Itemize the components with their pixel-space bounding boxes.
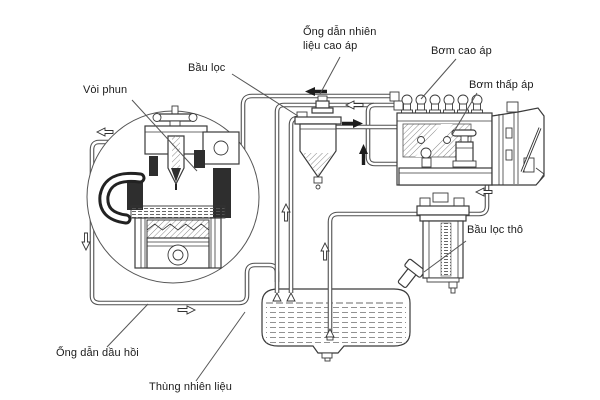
- engine-detail: [86, 105, 260, 284]
- flow-arrows: [81, 87, 493, 315]
- pump-knob: [420, 147, 432, 159]
- primer-base: [452, 160, 477, 168]
- piston-crown: [146, 219, 210, 239]
- arrow-right-open-bottom-run: [177, 305, 197, 315]
- arrow-down-open-return: [81, 232, 91, 252]
- leader-lines: [106, 56, 478, 382]
- coarse-filter-bottom: [426, 277, 460, 283]
- label-low-pressure-pump: Bơm thấp áp: [469, 79, 534, 91]
- arrow-left-open-engine-loop: [95, 127, 114, 137]
- primer-barrel: [455, 141, 474, 163]
- leader-hp-line: [319, 56, 341, 95]
- arrow-up-solid-pump-loop: [359, 144, 368, 165]
- pump-inspection-hole-right: [443, 136, 451, 144]
- leader-injector: [131, 99, 198, 172]
- coarse-filter-drain: [448, 281, 458, 289]
- coarse-filter-center-lug: [432, 192, 449, 203]
- leader-return-line: [106, 303, 149, 348]
- primer-handle: [451, 129, 477, 137]
- label-return-oil-line: Ống dẫn dầu hồi: [56, 347, 139, 359]
- arrow-left-open-overflow: [344, 100, 364, 110]
- fine-filter-drip: [315, 184, 321, 190]
- fine-filter-top-flange: [294, 116, 342, 125]
- pipe-engine-return-loop: [89, 139, 280, 306]
- drain-plug: [321, 352, 333, 359]
- governor-housing: [491, 101, 545, 186]
- fuel-tank: [261, 258, 426, 362]
- tank-inlet-trumpet-return: [272, 291, 282, 302]
- rocker-boss: [213, 140, 229, 156]
- leader-coarse-filter: [423, 240, 467, 273]
- label-high-pressure-fuel-line: Ống dẫn nhiên liệu cao áp: [303, 26, 377, 52]
- arrow-left-open-coarse-riser: [474, 187, 493, 197]
- fine-filter-assembly: [294, 95, 342, 190]
- hp-outlet-fitting: [389, 91, 400, 102]
- fine-filter-bowl: [299, 123, 337, 179]
- arrow-up-open-suction: [320, 241, 330, 261]
- governor-hook: [535, 167, 545, 184]
- leader-filter: [231, 73, 299, 117]
- pipe-high-pressure-line: [240, 93, 397, 150]
- overflow-fitting: [393, 100, 404, 111]
- coarse-filter-assembly: [416, 192, 470, 294]
- coarse-filter-drain-tip: [450, 287, 456, 294]
- injector: [167, 135, 185, 190]
- pipe-tank-suction-to-coarse-filter: [327, 176, 490, 334]
- fine-filter-cap-flange: [311, 107, 334, 114]
- pump-knob-base: [421, 157, 432, 168]
- label-injector: Vòi phun: [83, 84, 128, 96]
- intake-duct: [98, 171, 146, 225]
- fine-filter-banjo-bolt: [317, 95, 328, 102]
- coarse-filter-flange: [419, 214, 467, 222]
- arrow-right-solid-filter-outlet: [342, 119, 363, 128]
- arrow-left-solid-hp-line: [305, 87, 327, 97]
- arrow-up-open-filter-feed: [281, 202, 291, 222]
- pump-inspection-hole-left: [417, 136, 425, 144]
- breather-cap: [152, 105, 198, 129]
- label-fuel-filter: Bầu lọc: [188, 62, 226, 74]
- pipe-pump-loop: [365, 102, 399, 167]
- pipe-overflow-return: [274, 102, 374, 293]
- leader-fuel-tank: [195, 311, 246, 382]
- injection-pump: [389, 91, 493, 186]
- filler-neck: [397, 258, 426, 289]
- drain-plug-tip: [324, 357, 331, 362]
- governor-cap: [506, 101, 519, 113]
- fuel-level: [266, 303, 406, 343]
- coarse-filter-element: [440, 222, 452, 277]
- label-coarse-filter: Bầu lọc thô: [467, 224, 524, 236]
- fine-filter-cap: [315, 100, 330, 109]
- leader-hp-pump: [420, 58, 457, 100]
- leader-lp-pump: [451, 92, 478, 136]
- primer-stem: [460, 135, 469, 143]
- coarse-filter-bracket: [416, 205, 470, 216]
- pump-base-flange: [398, 167, 493, 186]
- fine-filter-cone-shading: [303, 153, 333, 175]
- tank-inlet-trumpet-feed: [286, 291, 296, 302]
- tank-pickup-strainer: [326, 336, 334, 341]
- label-fuel-tank: Thùng nhiên liệu: [149, 381, 232, 393]
- cylinder-piston: [134, 217, 222, 269]
- fine-filter-nipple: [313, 176, 323, 184]
- low-pressure-pump: [451, 129, 477, 168]
- label-high-pressure-pump: Bơm cao áp: [431, 45, 492, 57]
- wrist-pin-inner: [172, 249, 184, 261]
- cylinder-head-band: [130, 205, 226, 219]
